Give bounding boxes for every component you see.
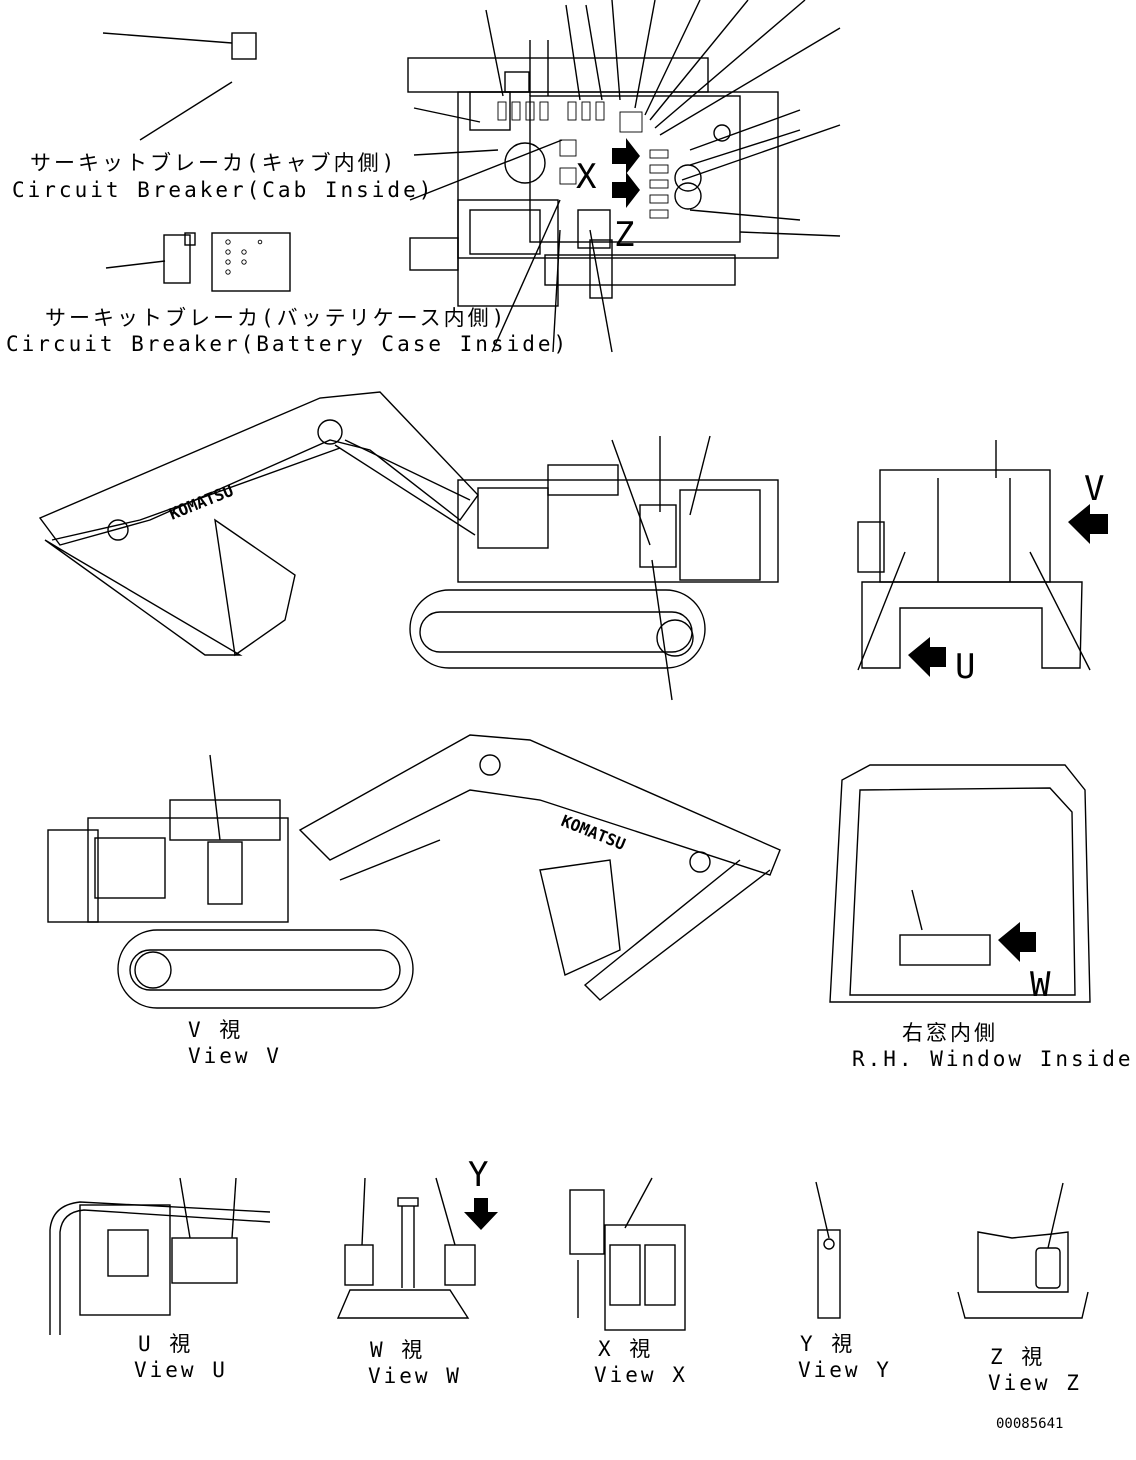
rear-view-v-letter: V	[1084, 469, 1104, 509]
excavator-side-view	[38, 391, 779, 701]
breaker-battery-jp-label: サーキットブレーカ(バッテリケース内側)	[45, 306, 507, 330]
window-inside-drawing	[829, 764, 1091, 1003]
window-jp-caption: 右窓内側	[902, 1021, 998, 1045]
view-y-jp-caption: Y 視	[800, 1332, 855, 1356]
rear-view-u-letter: U	[955, 647, 975, 687]
breaker-cab-en-label: Circuit Breaker(Cab Inside)	[12, 178, 434, 202]
view-v-jp-caption: V 視	[188, 1018, 243, 1042]
view-u-jp-caption: U 視	[138, 1332, 193, 1356]
drawing-number: 00085641	[996, 1416, 1063, 1432]
view-w-en-caption: View W	[368, 1364, 462, 1388]
view-z-drawing	[957, 1182, 1089, 1319]
breaker-cab-jp-label: サーキットブレーカ(キャブ内側)	[30, 151, 397, 175]
view-y-arrow-letter: Y	[468, 1155, 488, 1195]
plan-view-x-letter: X	[576, 157, 597, 197]
komatsu-logo-side: KOMATSU	[166, 481, 236, 524]
view-u-en-caption: View U	[134, 1358, 228, 1382]
window-w-letter: W	[1030, 965, 1051, 1005]
plan-view-z-letter: Z	[614, 215, 634, 255]
breaker-battery-en-label: Circuit Breaker(Battery Case Inside)	[6, 332, 569, 356]
view-x-en-caption: View X	[594, 1363, 688, 1387]
view-y-drawing	[815, 1181, 841, 1319]
view-z-jp-caption: Z 視	[990, 1345, 1045, 1369]
rear-view	[857, 440, 1108, 677]
view-u-drawing	[49, 1177, 271, 1335]
breaker-cab-detail	[102, 32, 257, 141]
view-y-en-caption: View Y	[798, 1358, 892, 1382]
view-x-drawing	[569, 1177, 686, 1331]
view-w-jp-caption: W 視	[370, 1338, 425, 1362]
view-z-en-caption: View Z	[988, 1371, 1082, 1395]
view-x-jp-caption: X 視	[598, 1337, 653, 1361]
window-en-caption: R.H. Window Inside	[852, 1047, 1134, 1071]
plan-view	[407, 0, 841, 353]
view-w-drawing	[336, 1177, 498, 1319]
breaker-battery-detail	[105, 232, 291, 292]
view-v-drawing	[47, 734, 781, 1009]
view-v-en-caption: View V	[188, 1044, 282, 1068]
